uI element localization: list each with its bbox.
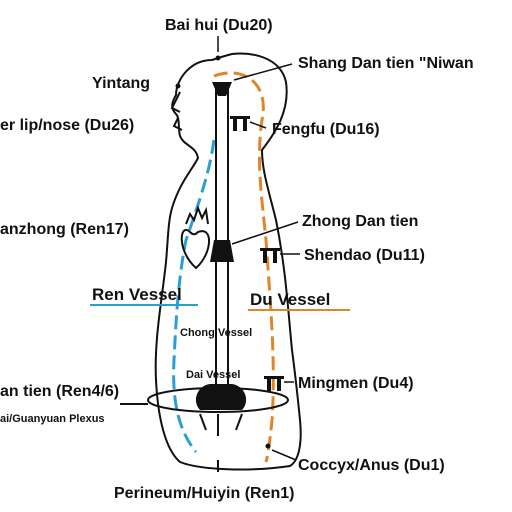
- label-dai-vessel: Dai Vessel: [186, 369, 240, 381]
- label-bai-hui: Bai hui (Du20): [165, 17, 273, 34]
- label-shanzhong: anzhong (Ren17): [0, 221, 129, 238]
- face-profile: [170, 91, 183, 131]
- label-shendao: Shendao (Du11): [304, 247, 425, 264]
- label-fengfu: Fengfu (Du16): [272, 121, 380, 138]
- ren-vessel-line: [172, 139, 216, 453]
- shendao-gate-icon: [260, 248, 280, 263]
- fengfu-gate-icon: [230, 116, 250, 131]
- label-guanyuan-plexus: ai/Guanyuan Plexus: [0, 413, 105, 425]
- xia-dan-tien-flask: [195, 384, 247, 410]
- label-coccyx: Coccyx/Anus (Du1): [298, 457, 445, 474]
- label-xia-dan-tien: an tien (Ren4/6): [0, 383, 119, 400]
- bai-hui-dot: [215, 55, 221, 61]
- label-yintang: Yintang: [92, 75, 150, 92]
- fengfu-pointer: [249, 121, 267, 129]
- zhong-dan-tien-flask: [210, 240, 234, 262]
- label-chong-vessel: Chong Vessel: [180, 327, 252, 339]
- label-mingmen: Mingmen (Du4): [298, 375, 414, 392]
- shang-dan-tien-flask: [212, 82, 232, 96]
- label-zhong-dan-tien: Zhong Dan tien: [302, 213, 418, 230]
- coccyx-pointer: [271, 449, 297, 461]
- zhong-dan-tien-pointer: [231, 221, 299, 245]
- label-upper-lip: er lip/nose (Du26): [0, 117, 134, 134]
- mingmen-gate-icon: [264, 376, 284, 391]
- pelvic-lines: [199, 413, 243, 436]
- label-perineum: Perineum/Huiyin (Ren1): [114, 485, 294, 502]
- label-du-vessel: Du Vessel: [250, 290, 330, 309]
- coccyx-dot: [265, 443, 271, 449]
- heart-icon: [180, 229, 211, 270]
- du-vessel-line: [213, 71, 275, 463]
- label-ren-vessel: Ren Vessel: [92, 285, 182, 304]
- heart-flame-icon: [185, 205, 209, 225]
- label-shang-dan-tien: Shang Dan tien "Niwan: [298, 55, 474, 72]
- yintang-dot: [175, 83, 181, 89]
- body-outline: [154, 52, 302, 471]
- shang-dan-tien-pointer: [233, 63, 293, 81]
